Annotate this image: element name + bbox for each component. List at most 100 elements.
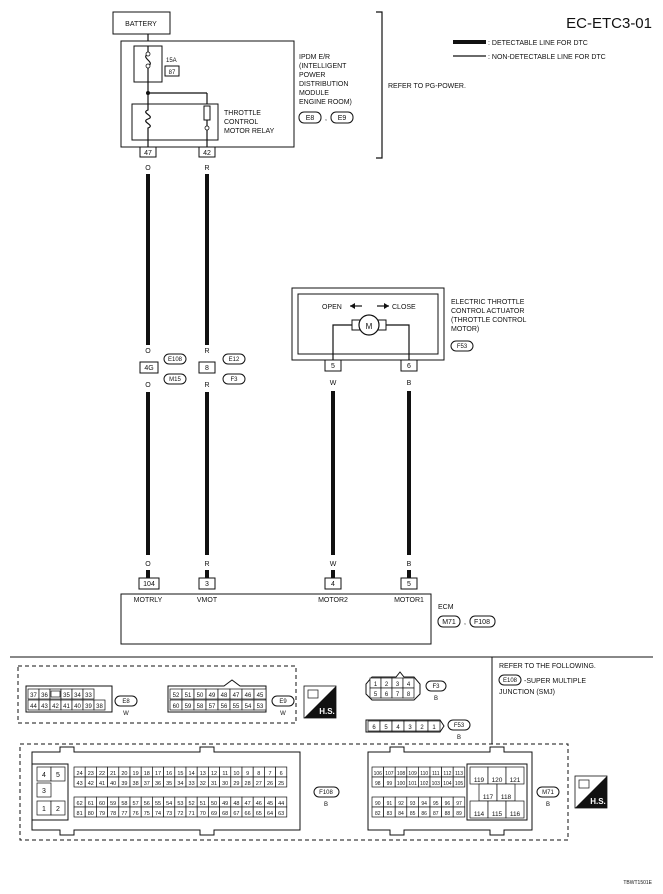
connector-m71-big-pin: 114 bbox=[474, 811, 485, 818]
connector-f108-pin: 60 bbox=[99, 801, 105, 807]
connector-f108-pin: 15 bbox=[177, 771, 183, 777]
connector-e8-color: W bbox=[123, 711, 129, 717]
connector-f108-pin: 26 bbox=[267, 781, 273, 787]
connector-e8-pin: 37 bbox=[30, 693, 37, 699]
relay-label-3: MOTOR RELAY bbox=[224, 128, 275, 135]
connector-f53-pin: 3 bbox=[408, 725, 412, 731]
refer-following-conn: E108 bbox=[503, 678, 518, 684]
connector-m71-pin: 98 bbox=[375, 781, 381, 787]
relay-label-1: THROTTLE bbox=[224, 110, 261, 117]
actuator-conn: F53 bbox=[457, 344, 468, 350]
connector-f108-pin: 36 bbox=[155, 781, 161, 787]
connector-e9-cell bbox=[253, 688, 267, 700]
connector-f108-pin: 69 bbox=[211, 811, 217, 817]
wire-color-o-1: O bbox=[145, 165, 151, 172]
connector-f108-pin: 21 bbox=[110, 771, 116, 777]
connector-f108-pin: 13 bbox=[200, 771, 206, 777]
connector-m71-pin: 97 bbox=[456, 801, 462, 807]
connector-e9-pin: 57 bbox=[209, 704, 216, 710]
connector-f108-block-cell bbox=[50, 800, 66, 816]
connector-f108-pin: 56 bbox=[144, 801, 150, 807]
connector-f108-color: B bbox=[324, 802, 328, 808]
connector-f108-pin: 50 bbox=[211, 801, 217, 807]
connector-m71-pin: 89 bbox=[456, 811, 462, 817]
connector-m71-pin: 88 bbox=[445, 811, 451, 817]
connector-f108-pin: 32 bbox=[200, 781, 206, 787]
connector-f53-pin: 4 bbox=[396, 725, 400, 731]
connector-e9-pin: 48 bbox=[221, 693, 228, 699]
connector-m71-pin: 99 bbox=[387, 781, 393, 787]
connector-e8-pin: 34 bbox=[74, 693, 81, 699]
actuator-open: OPEN bbox=[322, 304, 342, 311]
wire-color-o-4: O bbox=[145, 561, 151, 568]
connector-m71-pin: 84 bbox=[398, 811, 404, 817]
connector-f108-pin: 81 bbox=[77, 811, 83, 817]
connector-m71-pin: 90 bbox=[375, 801, 381, 807]
connector-f108-pin: 80 bbox=[88, 811, 94, 817]
connector-e8-pin: 41 bbox=[63, 704, 70, 710]
wire-color-r-3: R bbox=[204, 382, 209, 389]
connector-f108-pin: 19 bbox=[133, 771, 139, 777]
connector-f3-id: F3 bbox=[432, 684, 440, 690]
ipdm-conn-sep: , bbox=[325, 115, 327, 122]
connector-f108-pin: 62 bbox=[77, 801, 83, 807]
connector-f108-pin: 48 bbox=[233, 801, 239, 807]
connector-f108-pin: 63 bbox=[278, 811, 284, 817]
connector-e9-pin: 59 bbox=[185, 704, 192, 710]
junction-conn-e12: E12 bbox=[229, 357, 240, 363]
refer-following-line3: JUNCTION (SMJ) bbox=[499, 689, 555, 696]
connector-f108-pin: 27 bbox=[256, 781, 262, 787]
connector-f108-block-pin: 3 bbox=[42, 788, 46, 795]
connector-m71-pin: 109 bbox=[408, 771, 417, 777]
connector-e9-pin: 50 bbox=[197, 693, 204, 699]
connector-m71-pin: 113 bbox=[455, 771, 463, 777]
actuator-label-1: ELECTRIC THROTTLE bbox=[451, 299, 525, 306]
junction-conn-e108: E108 bbox=[168, 357, 183, 363]
connector-m71-color: B bbox=[546, 802, 550, 808]
connector-f108-pin: 70 bbox=[200, 811, 206, 817]
legend-detectable: : DETECTABLE LINE FOR DTC bbox=[488, 40, 588, 47]
ecm-pin-104-name: MOTRLY bbox=[134, 597, 163, 604]
wire-color-w-1: W bbox=[330, 380, 337, 387]
connector-m71-id: M71 bbox=[542, 790, 554, 796]
ecm-pin-5-name: MOTOR1 bbox=[394, 597, 424, 604]
ecm-pin-5-num: 5 bbox=[407, 581, 411, 588]
connector-m71-pin: 92 bbox=[398, 801, 404, 807]
wire-color-b-1: B bbox=[407, 380, 412, 387]
connector-m71-pin: 106 bbox=[374, 771, 383, 777]
connector-f108-pin: 17 bbox=[155, 771, 161, 777]
connector-f108-pin: 40 bbox=[110, 781, 116, 787]
footer-code: TBWT1501E bbox=[623, 880, 652, 886]
connector-m71-pin: 112 bbox=[443, 771, 451, 777]
connector-e8-cell bbox=[82, 688, 95, 700]
junction-pin-4g: 4G bbox=[144, 365, 153, 372]
connector-f108-pin: 46 bbox=[256, 801, 262, 807]
connector-f108-pin: 16 bbox=[166, 771, 172, 777]
ecm-pin-4-num: 4 bbox=[331, 581, 335, 588]
connector-f108-pin: 22 bbox=[99, 771, 105, 777]
connector-f108-pin: 54 bbox=[166, 801, 172, 807]
connector-f108-pin: 55 bbox=[155, 801, 161, 807]
connector-e9-pin: 54 bbox=[245, 704, 252, 710]
connector-e9-pin: 53 bbox=[257, 704, 264, 710]
connector-e9-pin: 58 bbox=[197, 704, 204, 710]
actuator-pin-5-label: 5 bbox=[331, 363, 335, 370]
connector-f108-pin: 61 bbox=[88, 801, 94, 807]
connector-f108-pin: 42 bbox=[88, 781, 94, 787]
connector-e8-pin: 35 bbox=[63, 693, 70, 699]
connector-f108-pin: 65 bbox=[256, 811, 262, 817]
connector-e8-pin: 39 bbox=[85, 704, 92, 710]
connector-m71-pin: 102 bbox=[420, 781, 429, 787]
diagram-id: EC-ETC3-01 bbox=[566, 15, 652, 32]
connector-e8-pin: 42 bbox=[52, 704, 59, 710]
wire-color-w-2: W bbox=[330, 561, 337, 568]
connector-m71-pin: 101 bbox=[408, 781, 417, 787]
connector-m71-pin: 104 bbox=[443, 781, 452, 787]
connector-f108-pin: 45 bbox=[267, 801, 273, 807]
connector-f3-pin: 5 bbox=[374, 692, 378, 698]
connector-m71-pin: 85 bbox=[410, 811, 416, 817]
connector-f108-cell bbox=[275, 806, 288, 818]
connector-f108-cell bbox=[275, 776, 288, 788]
